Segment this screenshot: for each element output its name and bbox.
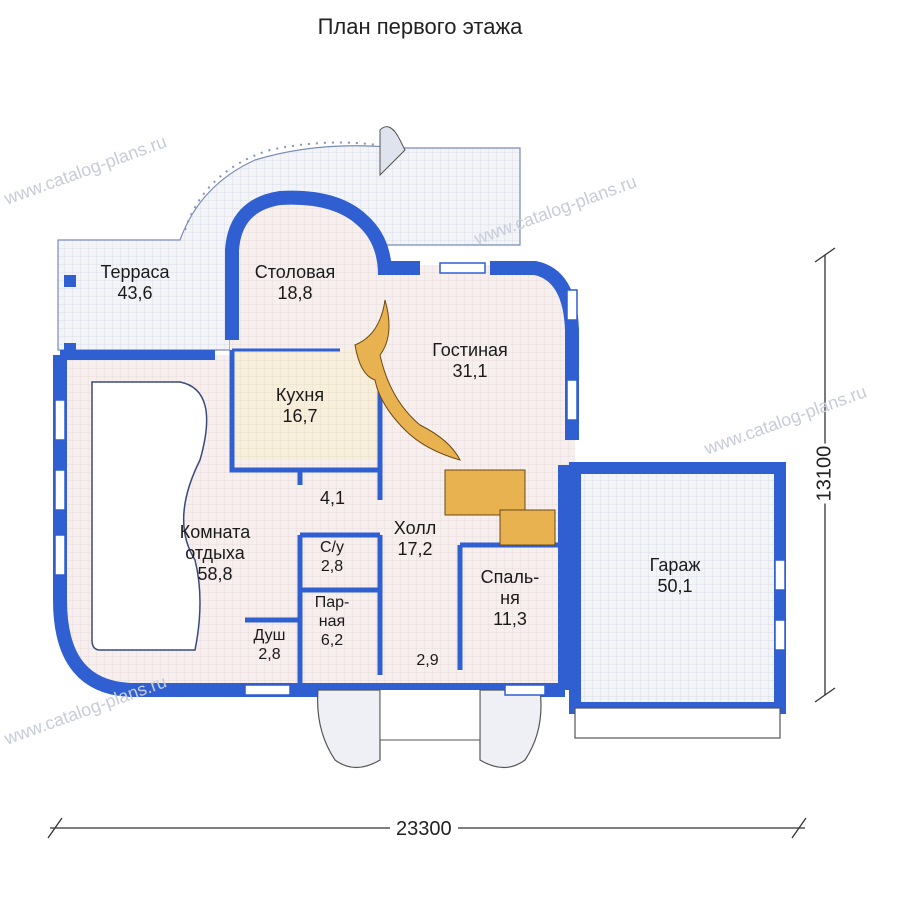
room-label-lobby: 2,9 — [416, 652, 439, 669]
page-title: План первого этажа — [317, 14, 523, 39]
dimension-depth: 13100 — [813, 443, 837, 504]
dimension-width: 23300 — [390, 818, 458, 841]
stair-curve — [354, 299, 461, 461]
windows — [54, 262, 786, 696]
terrace-columns — [64, 275, 76, 355]
terrace-floor — [57, 145, 521, 351]
outer-wall-dining — [225, 190, 392, 340]
kitchen-floor — [232, 350, 380, 460]
garage-apron — [574, 707, 781, 739]
terrace-arc — [184, 141, 406, 231]
stair-straight — [444, 469, 526, 516]
porch-right — [479, 689, 542, 769]
outer-wall-living — [490, 261, 579, 440]
outer-walls — [53, 355, 300, 697]
porch-center — [379, 690, 481, 741]
stair-lower — [499, 509, 556, 546]
rest-room-pool — [91, 381, 208, 651]
room-label-vestibule: 4,1 — [319, 488, 346, 508]
porch-left — [317, 689, 381, 769]
terrace-stair — [379, 126, 406, 177]
